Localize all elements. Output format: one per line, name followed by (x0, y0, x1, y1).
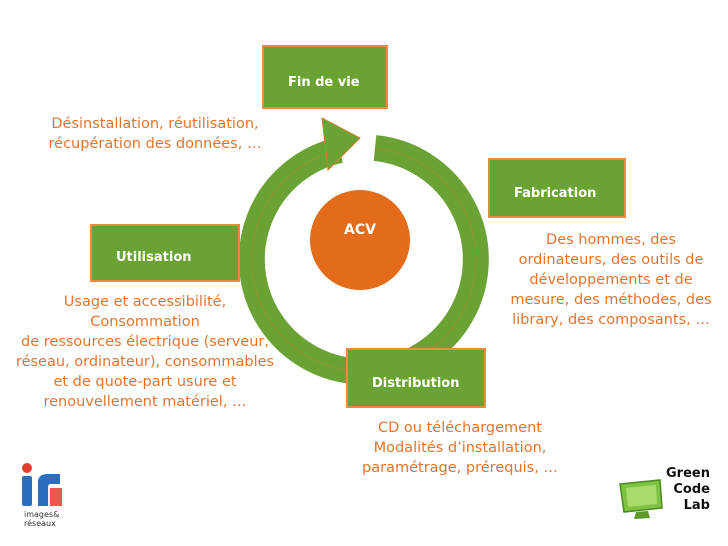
acv-label: ACV (344, 222, 376, 238)
stage-title-utilisation: Utilisation (116, 250, 192, 265)
stage-box-utilisation: Utilisation (90, 224, 240, 282)
stage-desc-fin-de-vie: Désinstallation, réutilisation, récupéra… (48, 116, 262, 152)
gcl-line2: Code (673, 482, 710, 497)
stage-desc-utilisation: Usage et accessibilité, Consommation de … (15, 294, 275, 410)
stage-title-fabrication: Fabrication (514, 186, 597, 201)
stage-title-distribution: Distribution (372, 376, 460, 391)
green-code-lab-text: Green Code Lab (666, 466, 710, 514)
stage-box-fin-de-vie: Fin de vie (262, 45, 388, 109)
ir-logo (22, 463, 62, 506)
gcl-line1: Green (666, 466, 710, 481)
acv-circle (310, 190, 410, 290)
gcl-line3: Lab (683, 498, 710, 513)
stage-title-fin-de-vie: Fin de vie (288, 75, 360, 90)
cycle-arrowhead (321, 117, 361, 172)
stage-desc-distribution: CD ou téléchargement Modalités d’install… (362, 420, 558, 476)
stage-box-fabrication: Fabrication (488, 158, 626, 218)
ir-subtitle-line2: réseaux (24, 519, 56, 528)
green-code-lab-monitor-icon (619, 479, 663, 519)
ir-subtitle-line1: images& (24, 510, 60, 519)
ir-logo-subtitle: images& réseaux (24, 510, 59, 528)
stage-desc-fabrication: Des hommes, des ordinateurs, des outils … (510, 232, 712, 328)
stage-box-distribution: Distribution (346, 348, 486, 408)
